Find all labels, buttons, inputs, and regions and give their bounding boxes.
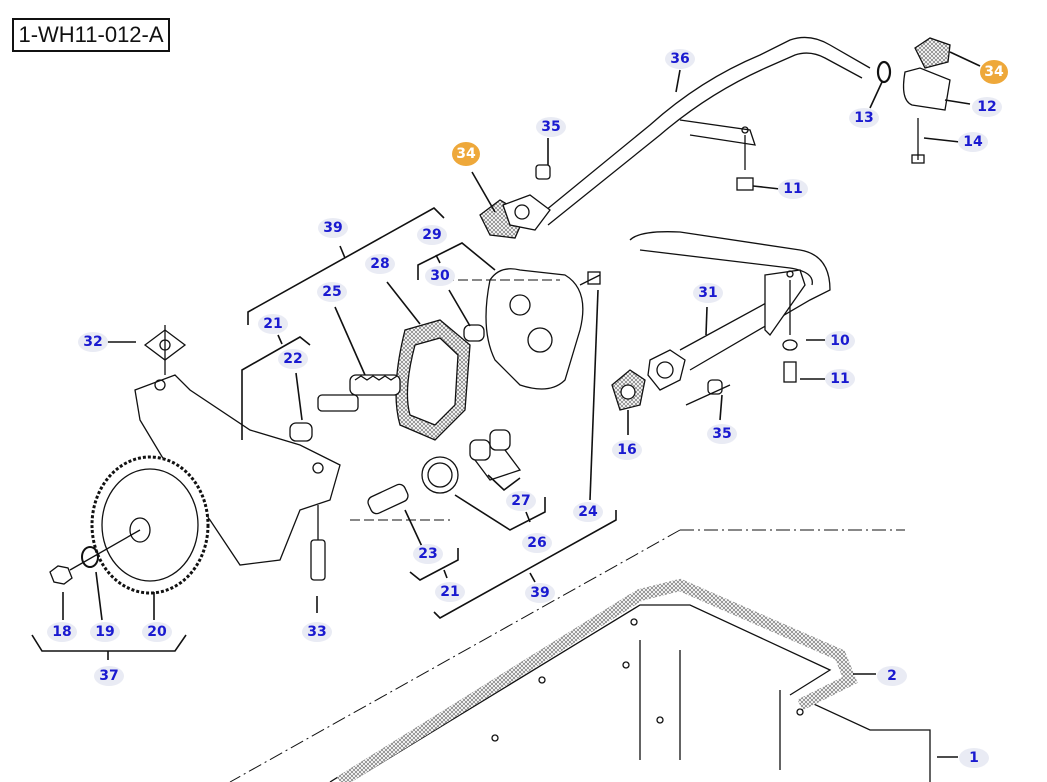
oil-pan-1 bbox=[329, 578, 931, 782]
shaft-23 bbox=[367, 483, 409, 515]
callout-39[interactable]: 39 bbox=[525, 583, 555, 603]
callout-34[interactable]: 34 bbox=[980, 60, 1008, 84]
callout-35[interactable]: 35 bbox=[536, 117, 566, 137]
oil-pipe-31 bbox=[611, 231, 831, 411]
callout-2[interactable]: 2 bbox=[877, 666, 907, 686]
callout-24[interactable]: 24 bbox=[573, 502, 603, 522]
callout-21[interactable]: 21 bbox=[258, 314, 288, 334]
gear-26 bbox=[421, 429, 522, 494]
pump-cover-29 bbox=[463, 268, 601, 390]
callout-11[interactable]: 11 bbox=[825, 369, 855, 389]
callout-32[interactable]: 32 bbox=[78, 332, 108, 352]
callout-28[interactable]: 28 bbox=[365, 254, 395, 274]
pump-housing bbox=[134, 325, 341, 581]
callout-37[interactable]: 37 bbox=[94, 666, 124, 686]
callout-18[interactable]: 18 bbox=[47, 622, 77, 642]
callout-30[interactable]: 30 bbox=[425, 266, 455, 286]
callout-14[interactable]: 14 bbox=[958, 132, 988, 152]
callout-31[interactable]: 31 bbox=[693, 283, 723, 303]
callout-21[interactable]: 21 bbox=[435, 582, 465, 602]
callout-27[interactable]: 27 bbox=[506, 491, 536, 511]
callout-36[interactable]: 36 bbox=[665, 49, 695, 69]
callout-20[interactable]: 20 bbox=[142, 622, 172, 642]
callout-23[interactable]: 23 bbox=[413, 544, 443, 564]
drive-gear-20 bbox=[49, 455, 210, 595]
callout-35[interactable]: 35 bbox=[707, 424, 737, 444]
oil-pipe-36 bbox=[539, 36, 871, 226]
gear-25 bbox=[317, 374, 401, 412]
callout-1[interactable]: 1 bbox=[959, 748, 989, 768]
callout-16[interactable]: 16 bbox=[612, 440, 642, 460]
callout-39[interactable]: 39 bbox=[318, 218, 348, 238]
leader-lines bbox=[31, 51, 981, 758]
callout-11[interactable]: 11 bbox=[778, 179, 808, 199]
callout-34[interactable]: 34 bbox=[452, 142, 480, 166]
callout-26[interactable]: 26 bbox=[522, 533, 552, 553]
callout-10[interactable]: 10 bbox=[825, 331, 855, 351]
gasket-28 bbox=[395, 319, 471, 441]
flange-12 bbox=[876, 37, 951, 164]
center-line bbox=[229, 529, 905, 782]
callout-33[interactable]: 33 bbox=[302, 622, 332, 642]
callout-12[interactable]: 12 bbox=[972, 97, 1002, 117]
callout-13[interactable]: 13 bbox=[849, 108, 879, 128]
diagram-title: 1-WH11-012-A bbox=[12, 18, 170, 52]
callout-29[interactable]: 29 bbox=[417, 225, 447, 245]
callout-25[interactable]: 25 bbox=[317, 282, 347, 302]
callout-19[interactable]: 19 bbox=[90, 622, 120, 642]
callout-22[interactable]: 22 bbox=[278, 349, 308, 369]
bushing-22 bbox=[289, 422, 313, 442]
gasket-34-left bbox=[479, 164, 551, 239]
